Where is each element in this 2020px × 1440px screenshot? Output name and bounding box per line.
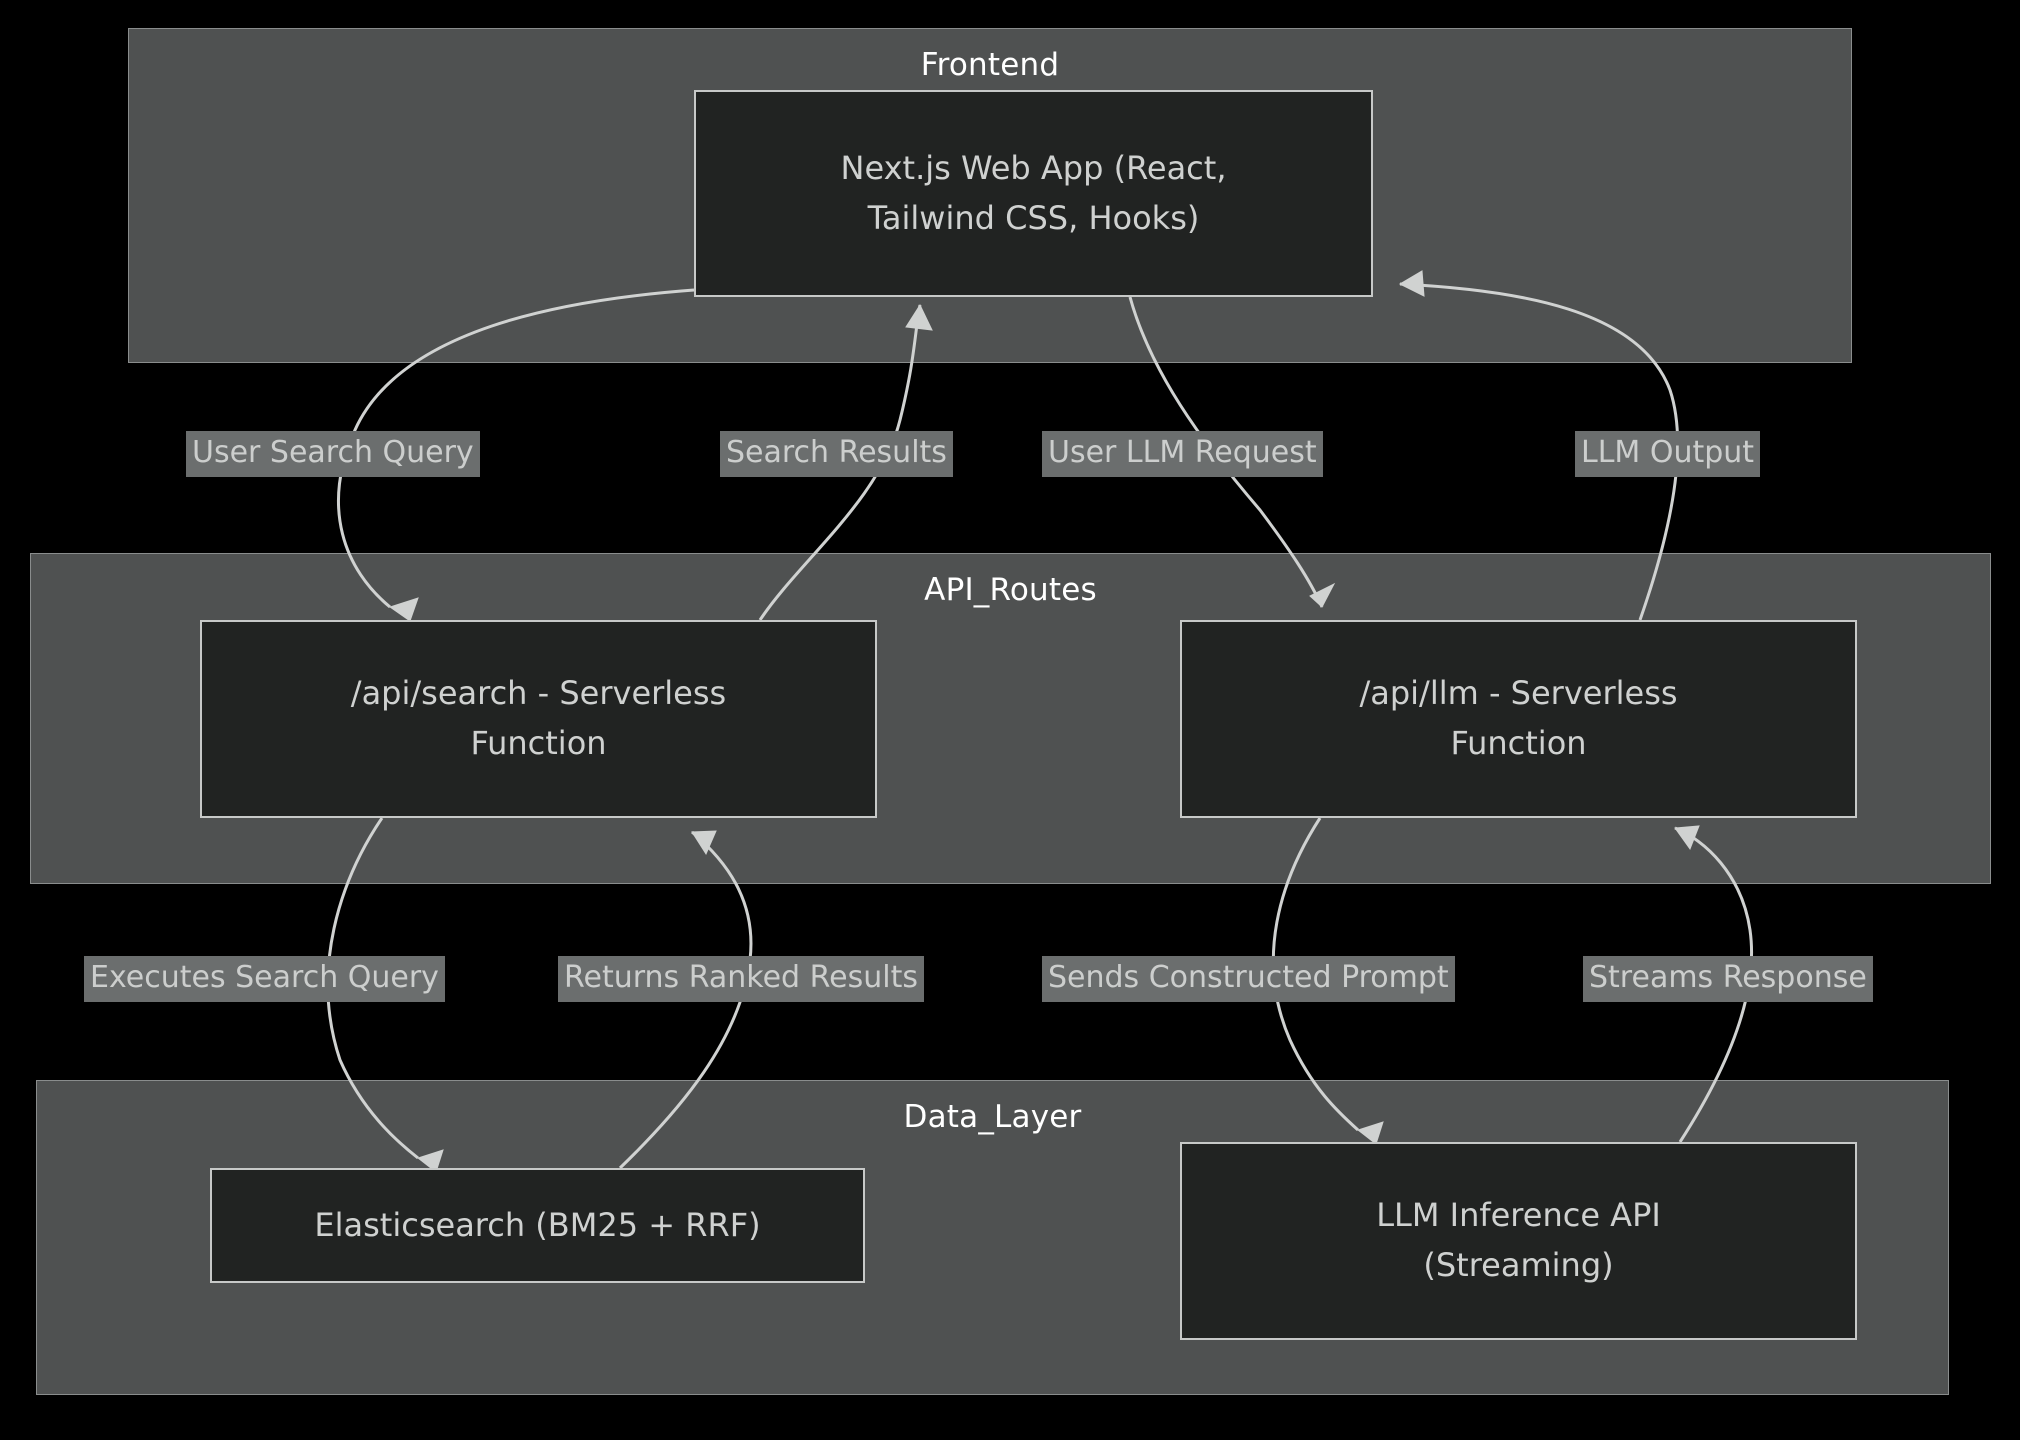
edge-llm-output xyxy=(1398,270,1680,621)
cluster-frontend-title: Frontend xyxy=(920,47,1060,83)
node-llm-inference-api-line1: LLM Inference API xyxy=(1376,1196,1661,1235)
edge-label-search-results: Search Results xyxy=(720,431,953,477)
edge-executes-search-query xyxy=(326,817,444,1173)
edge-label-llm-output: LLM Output xyxy=(1575,431,1761,477)
node-api-llm-line2: Function xyxy=(1450,724,1587,762)
cluster-api-routes-title: API_Routes xyxy=(924,572,1097,608)
node-elasticsearch-line1: Elasticsearch (BM25 + RRF) xyxy=(314,1205,761,1244)
node-llm-inference-api-line2: (Streaming) xyxy=(1423,1246,1614,1284)
node-api-search-line2: Function xyxy=(470,724,607,762)
edge-label-streams-response: Streams Response xyxy=(1583,956,1873,1002)
edge-label-user-search-query: User Search Query xyxy=(186,431,480,477)
node-nextjs-web-app-line2: Tailwind CSS, Hooks) xyxy=(867,198,1200,237)
node-llm-inference-api[interactable]: LLM Inference API (Streaming) xyxy=(1180,1142,1857,1340)
node-elasticsearch[interactable]: Elasticsearch (BM25 + RRF) xyxy=(210,1168,865,1283)
node-api-search-line1: /api/search - Serverless xyxy=(350,674,727,713)
edge-label-user-llm-request: User LLM Request xyxy=(1042,431,1323,477)
edge-user-search-query xyxy=(337,288,695,622)
edge-sends-constructed-prompt xyxy=(1271,817,1384,1145)
edge-label-returns-ranked-results: Returns Ranked Results xyxy=(558,956,924,1002)
node-nextjs-web-app-line1: Next.js Web App (React, xyxy=(840,148,1227,187)
edge-streams-response xyxy=(1674,825,1754,1143)
node-nextjs-web-app[interactable]: Next.js Web App (React, Tailwind CSS, Ho… xyxy=(694,90,1373,297)
node-api-llm[interactable]: /api/llm - Serverless Function xyxy=(1180,620,1857,818)
edge-label-sends-constructed-prompt: Sends Constructed Prompt xyxy=(1042,956,1455,1002)
edge-user-llm-request xyxy=(1128,296,1336,608)
node-api-llm-line1: /api/llm - Serverless xyxy=(1359,674,1678,713)
cluster-data-layer-title: Data_Layer xyxy=(903,1099,1082,1135)
edge-label-executes-search-query: Executes Search Query xyxy=(84,956,445,1002)
node-api-search[interactable]: /api/search - Serverless Function xyxy=(200,620,877,818)
